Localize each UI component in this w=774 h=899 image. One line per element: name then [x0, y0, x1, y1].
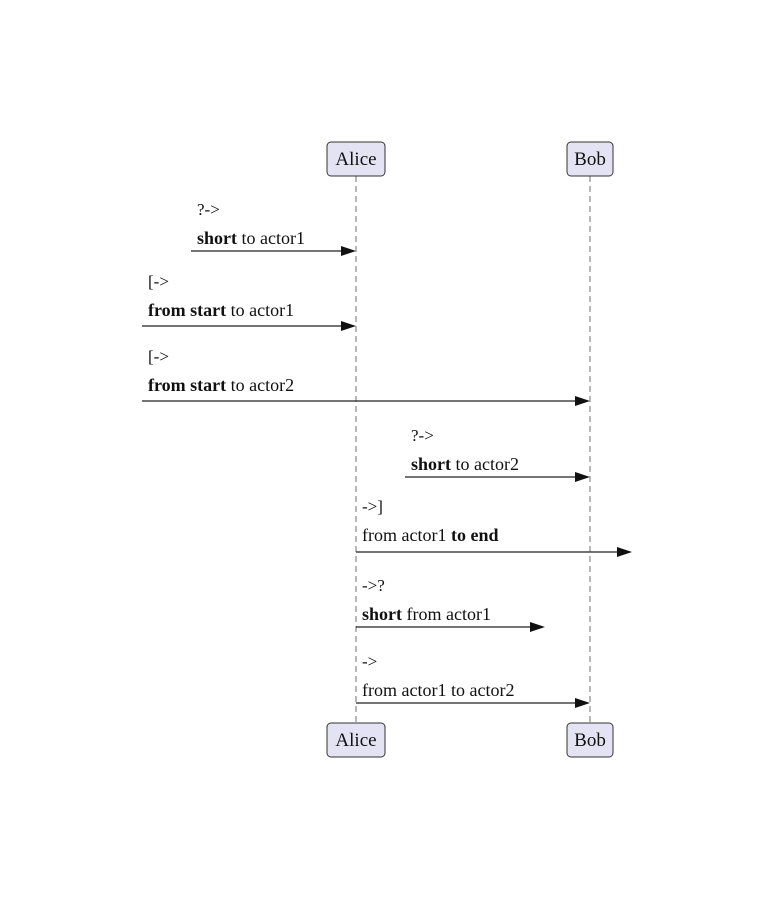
bob-participant-bottom: Bob — [566, 722, 614, 758]
arrow-syntax-label: -> — [362, 652, 377, 671]
arrow-syntax-label: ->] — [362, 497, 383, 516]
message-label-bold: short — [362, 604, 402, 624]
message-label-bold: to end — [451, 525, 499, 545]
message-label: from start to actor2 — [148, 375, 294, 395]
message-label-rest: to actor1 — [226, 300, 294, 320]
message-label-rest: to actor1 — [237, 228, 305, 248]
message-short-to-actor2: ?-> short to actor2 — [405, 426, 590, 482]
arrowhead-icon — [530, 622, 545, 632]
message-label-bold: from start — [148, 300, 226, 320]
message-from-start-to-actor2: [-> from start to actor2 — [142, 347, 590, 406]
bob-participant-top: Bob — [566, 141, 614, 177]
arrowhead-icon — [575, 472, 590, 482]
arrow-syntax-label: [-> — [148, 347, 169, 366]
message-label: short to actor1 — [197, 228, 305, 248]
message-from-actor1-to-end: ->] from actor1 to end — [356, 497, 632, 557]
arrowhead-icon — [341, 321, 356, 331]
message-short-from-actor1: ->? short from actor1 — [356, 576, 545, 632]
arrow-syntax-label: ?-> — [411, 426, 434, 445]
message-from-start-to-actor1: [-> from start to actor1 — [142, 272, 356, 331]
arrowhead-icon — [575, 396, 590, 406]
alice-participant-top: Alice — [326, 141, 386, 177]
message-label-rest: from actor1 — [402, 604, 491, 624]
arrowhead-icon — [617, 547, 632, 557]
message-label: short from actor1 — [362, 604, 491, 624]
message-label: from actor1 to actor2 — [362, 680, 514, 700]
arrow-syntax-label: [-> — [148, 272, 169, 291]
alice-label: Alice — [335, 149, 376, 170]
bob-label: Bob — [574, 149, 606, 170]
message-from-actor1-to-actor2: -> from actor1 to actor2 — [356, 652, 590, 708]
arrow-syntax-label: ->? — [362, 576, 385, 595]
message-label-pre: from actor1 to actor2 — [362, 680, 514, 700]
message-label-bold: short — [411, 454, 451, 474]
arrowhead-icon — [341, 246, 356, 256]
message-label-pre: from actor1 — [362, 525, 451, 545]
alice-participant-bottom: Alice — [326, 722, 386, 758]
bob-label: Bob — [574, 730, 606, 751]
alice-label: Alice — [335, 730, 376, 751]
message-label: short to actor2 — [411, 454, 519, 474]
message-short-to-actor1: ?-> short to actor1 — [191, 200, 356, 256]
arrow-syntax-label: ?-> — [197, 200, 220, 219]
message-label-bold: short — [197, 228, 237, 248]
message-label: from actor1 to end — [362, 525, 498, 545]
message-label-rest: to actor2 — [226, 375, 294, 395]
message-label-rest: to actor2 — [451, 454, 519, 474]
message-label-bold: from start — [148, 375, 226, 395]
message-label: from start to actor1 — [148, 300, 294, 320]
arrowhead-icon — [575, 698, 590, 708]
